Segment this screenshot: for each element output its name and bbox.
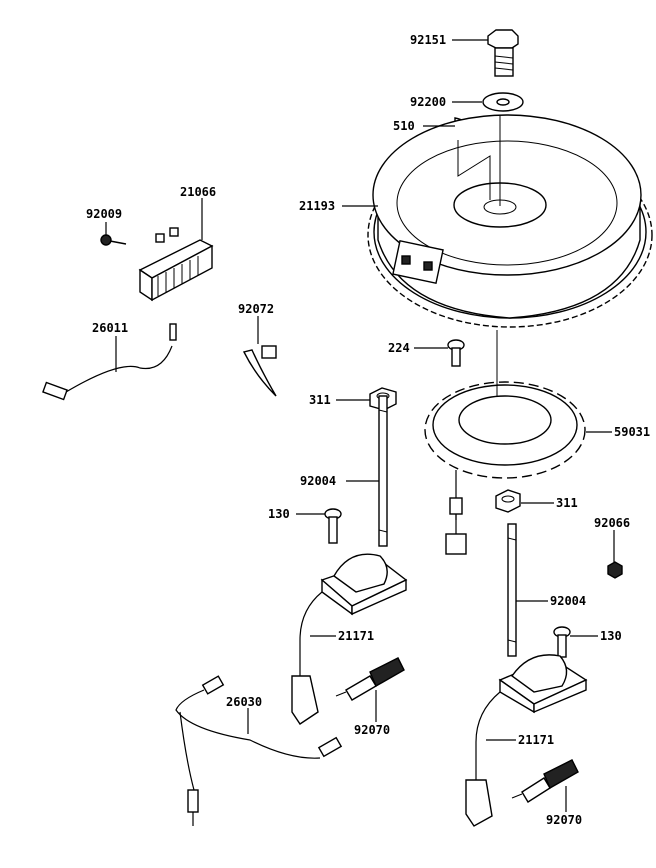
label-510: 510 xyxy=(393,119,415,133)
ignition-coil-21171-lower-part xyxy=(465,654,588,827)
label-130-lower: 130 xyxy=(600,629,622,643)
stator-59031-part xyxy=(424,330,586,555)
label-92151: 92151 xyxy=(410,33,446,47)
label-21193: 21193 xyxy=(299,199,335,213)
leader-lines xyxy=(105,39,615,812)
label-59031: 59031 xyxy=(614,425,650,439)
clamp-92072-part xyxy=(242,345,277,397)
label-224: 224 xyxy=(388,341,410,355)
ignition-coil-21171-upper-part xyxy=(291,553,408,725)
label-21171-upper: 21171 xyxy=(338,629,374,643)
label-130-upper: 130 xyxy=(268,507,290,521)
spark-plug-92070-lower-part xyxy=(511,759,579,803)
label-92004-upper: 92004 xyxy=(300,474,336,488)
label-26011: 26011 xyxy=(92,321,128,335)
washer-92200-part xyxy=(482,92,524,112)
label-92200: 92200 xyxy=(410,95,446,109)
label-21171-lower: 21171 xyxy=(518,733,554,747)
nut-311-lower-part xyxy=(495,489,521,513)
label-92070-lower: 92070 xyxy=(546,813,582,827)
label-311-lower: 311 xyxy=(556,496,578,510)
bolt-92151-part xyxy=(487,29,519,77)
regulator-21066-part xyxy=(138,227,214,302)
label-311-upper: 311 xyxy=(309,393,331,407)
label-92009: 92009 xyxy=(86,207,122,221)
screw-224-part xyxy=(447,339,465,367)
label-92066: 92066 xyxy=(594,516,630,530)
label-92072: 92072 xyxy=(238,302,274,316)
lead-wire-26030-part xyxy=(175,675,343,826)
spark-plug-92070-upper-part xyxy=(335,657,405,701)
bolt-130-upper-part xyxy=(324,508,342,544)
label-21066: 21066 xyxy=(180,185,216,199)
flywheel-21193-part xyxy=(367,114,653,328)
stud-92004-lower-part xyxy=(507,523,517,657)
screw-92009-part xyxy=(100,234,127,246)
nut-92066-part xyxy=(607,561,623,579)
lead-wire-26011-part xyxy=(42,323,177,401)
label-26030: 26030 xyxy=(226,695,262,709)
stud-92004-upper-part xyxy=(378,395,388,547)
label-92004-lower: 92004 xyxy=(550,594,586,608)
bolt-130-lower-part xyxy=(553,626,571,658)
label-92070-upper: 92070 xyxy=(354,723,390,737)
